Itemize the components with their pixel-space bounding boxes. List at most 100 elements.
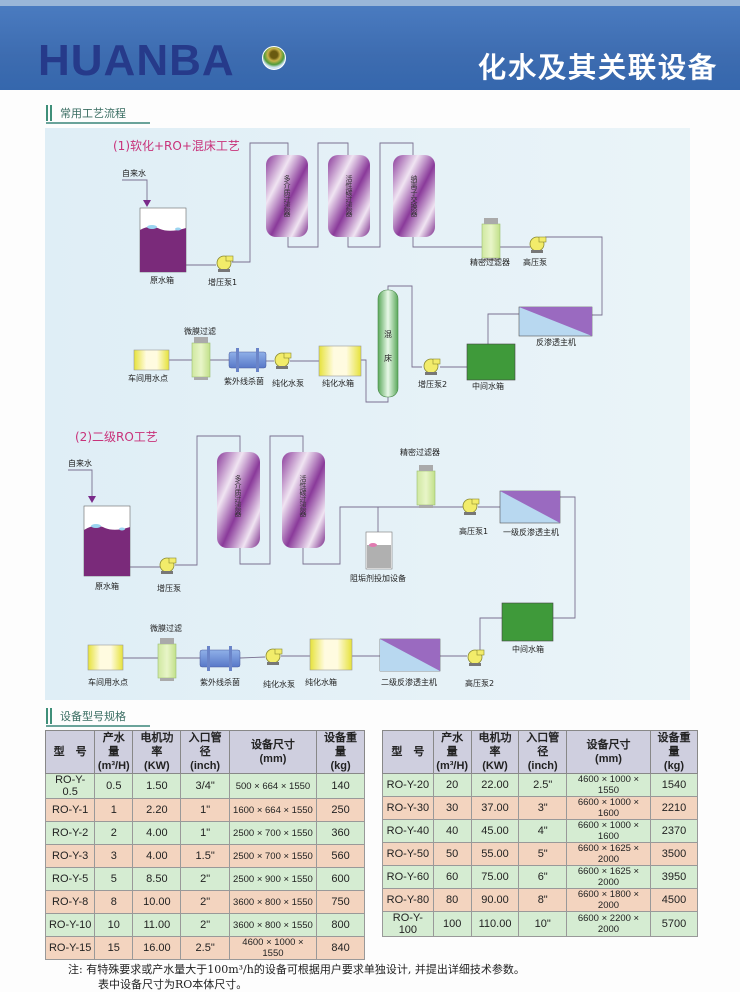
process1-membrane-label: 微膜过滤 (184, 326, 216, 336)
pure-water-pump-icon (274, 352, 292, 370)
use-point-tank (87, 644, 124, 671)
table-cell: 4500 (649, 888, 699, 912)
table-cell: 8" (518, 888, 567, 912)
footnote-line2: 表中设备尺寸为RO本体尺寸。 (98, 978, 248, 991)
table-cell: 3 (94, 844, 134, 868)
process2-mid-tank-label: 中间水箱 (512, 644, 544, 654)
table-cell: 4" (518, 819, 567, 843)
column-header: 设备重量 (kg) (649, 730, 699, 774)
table-cell: 100 (432, 911, 472, 937)
table-cell: 10.00 (132, 890, 182, 914)
table-cell: 10" (518, 911, 567, 937)
table-cell: 4.00 (132, 821, 182, 845)
table-cell: 3600 × 800 × 1550 (228, 890, 318, 914)
column-header: 电机功率 (KW) (470, 730, 520, 774)
table-cell: RO-Y-40 (382, 819, 434, 843)
table-cell: 600 (316, 867, 365, 891)
table-cell: 6600 × 1625 × 2000 (565, 842, 651, 866)
table-cell: 3500 (649, 842, 699, 866)
process2-precision-filter-label: 精密过滤器 (400, 447, 440, 457)
uv-sterilizer (228, 348, 267, 372)
table-cell: 6600 × 1625 × 2000 (565, 865, 651, 889)
table-cell: 37.00 (470, 796, 520, 820)
process1-mid-tank-label: 中间水箱 (472, 381, 504, 391)
table-cell: RO-Y-3 (44, 844, 96, 868)
process2-pipes (68, 435, 576, 659)
process1-tap-water-label: 自来水 (122, 168, 146, 178)
table-cell: RO-Y-5 (44, 867, 96, 891)
table-cell: 560 (316, 844, 365, 868)
ion-exchanger-vessel (393, 155, 435, 237)
process1-title: (1)软化+RO+混床工艺 (113, 139, 240, 153)
precision-filter-icon (481, 217, 501, 262)
table-cell: 1.50 (132, 773, 182, 799)
process1-precision-filter-label: 精密过滤器 (470, 257, 510, 267)
table-cell: 30 (432, 796, 472, 820)
column-header: 设备尺寸 (mm) (228, 730, 318, 774)
table-cell: RO-Y-60 (382, 865, 434, 889)
process1-mixed-bed-label: 混床 (384, 330, 393, 378)
table-cell: 2500 × 900 × 1550 (228, 867, 318, 891)
booster-pump1-icon (216, 255, 234, 273)
mixed-bed-column (377, 289, 399, 398)
process1-use-point-label: 车间用水点 (128, 373, 168, 383)
table-cell: 2.20 (132, 798, 182, 822)
process2-raw-tank (83, 505, 131, 577)
table-cell: 8.50 (132, 867, 182, 891)
column-header: 产水量 (m³/H) (94, 730, 134, 774)
booster-pump2-icon (423, 358, 441, 376)
table-cell: 11.00 (132, 913, 182, 937)
process1-pure-tank-label: 纯化水箱 (322, 378, 354, 388)
table-cell: 3600 × 800 × 1550 (228, 913, 318, 937)
table-cell: RO-Y-8 (44, 890, 96, 914)
process2-use-point-label: 车间用水点 (88, 677, 128, 687)
flow-arrow-icon (143, 200, 151, 207)
column-header: 设备尺寸 (mm) (565, 730, 651, 774)
process1-filter-ion-label: 纳离子交换器 (410, 174, 418, 218)
table-cell: 2.5" (518, 773, 567, 797)
table-cell: 6600 × 1800 × 2000 (565, 888, 651, 912)
page-title: 化水及其关联设备 (477, 51, 718, 84)
process2-ro2-label: 二级反渗透主机 (381, 677, 437, 687)
table-cell: 1" (180, 821, 230, 845)
table-cell: RO-Y-1 (44, 798, 96, 822)
table-cell: 80 (432, 888, 472, 912)
table-cell: 2" (180, 913, 230, 937)
table-cell: 6" (518, 865, 567, 889)
process1-filter-multi-label: 多介质过滤器 (283, 174, 291, 218)
table-header-row: 型 号产水量 (m³/H)电机功率 (KW)入口管径 (inch)设备尺寸 (m… (382, 730, 699, 774)
process2-uv-label: 紫外线杀菌 (200, 677, 240, 687)
table-cell: 50 (432, 842, 472, 866)
table-cell: 4600 × 1000 × 1550 (565, 773, 651, 797)
column-header: 产水量 (m³/H) (432, 730, 472, 774)
process2-title: (2)二级RO工艺 (75, 430, 158, 444)
process2-ro1-label: 一级反渗透主机 (503, 527, 559, 537)
table-cell: 2370 (649, 819, 699, 843)
table-cell: 800 (316, 913, 365, 937)
process2-raw-tank-label: 原水箱 (95, 581, 119, 591)
high-pressure-pump2-icon (467, 649, 485, 667)
pure-water-tank (309, 638, 353, 671)
pure-water-tank (318, 345, 362, 377)
process1-booster-pump2-label: 增压泵2 (418, 379, 447, 389)
mid-water-tank (466, 343, 516, 381)
ro1-unit (499, 490, 561, 524)
globe-logo-icon (262, 46, 286, 70)
table-cell: 3/4" (180, 773, 230, 799)
table-cell: 10 (94, 913, 134, 937)
footnote-line1: 注: 有特殊要求或产水量大于100m³/h的设备可根据用户要求单独设计, 并提出… (68, 963, 525, 976)
table-cell: 1.5" (180, 844, 230, 868)
table-cell: 0.5 (94, 773, 134, 799)
table-cell: 110.00 (470, 911, 520, 937)
